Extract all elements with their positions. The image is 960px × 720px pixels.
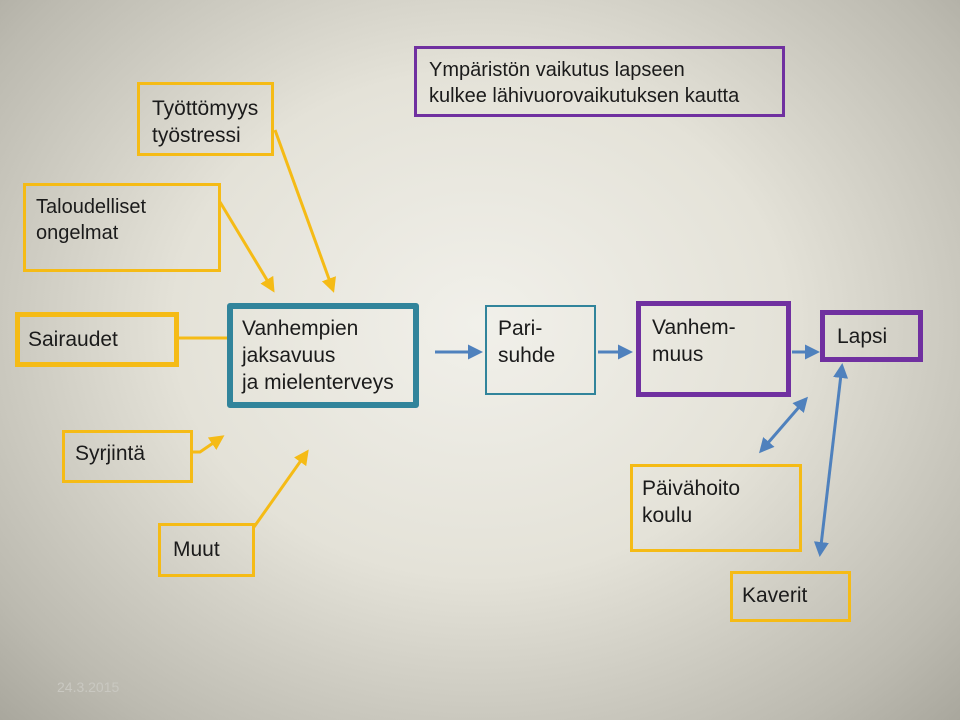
arrow-syrjinta-to-vanhempien [192, 435, 225, 454]
node-kaverit: Kaverit [730, 571, 851, 622]
arrow-vanhemmuus-paivahoito [759, 396, 808, 454]
node-syrjinta: Syrjintä [62, 430, 193, 483]
arrow-tyottomyys-to-vanhempien [273, 129, 336, 293]
footer-date: 24.3.2015 [57, 679, 120, 695]
node-ymparisto: Ympäristön vaikutus lapseen kulkee lähiv… [414, 46, 785, 117]
node-taloudelliset: Taloudelliset ongelmat [23, 183, 221, 272]
node-paivahoito: Päivähoito koulu [630, 464, 802, 552]
node-lapsi: Lapsi [820, 310, 923, 362]
node-muut: Muut [158, 523, 255, 577]
arrow-taloudelliset-to-vanhempien [218, 201, 275, 293]
node-vanhempien: Vanhempien jaksavuus ja mielenterveys [227, 303, 419, 408]
arrow-muut-to-vanhempien [252, 449, 309, 528]
node-tyottomyys: Työttömyys työstressi [137, 82, 274, 156]
node-parisuhde: Pari- suhde [485, 305, 596, 395]
node-sairaudet: Sairaudet [15, 312, 179, 367]
node-vanhemmuus: Vanhem- muus [636, 301, 791, 397]
arrow-lapsi-kaverit [813, 363, 849, 557]
